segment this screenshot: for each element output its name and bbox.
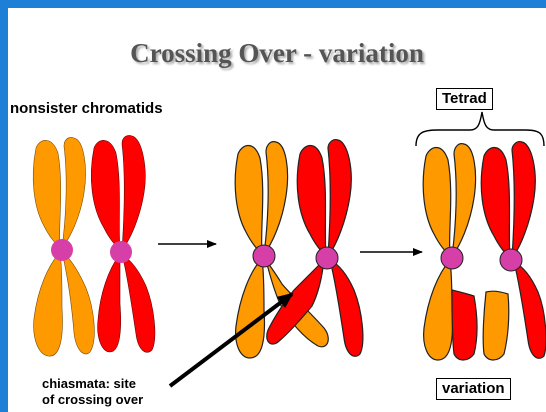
centromere-red [110,241,132,263]
chromosome-pair-crossing [235,140,363,358]
orange-chromatid-upper-left [423,148,451,257]
red-segment-on-orange [452,290,477,360]
orange-chromatid-upper-left [235,146,263,255]
orange-chromatid-upper-right [452,144,476,256]
slide: Crossing Over - variation nonsister chro… [8,8,546,412]
orange-chromatid-upper-right [62,137,86,248]
red-chromatid-upper-right [122,135,145,250]
red-chromatid-lower-right [122,254,155,352]
orange-segment-on-red [483,291,509,360]
red-chromatid-lower-left [98,254,121,352]
red-chromatid-lower-right [330,260,363,356]
orange-chromatid-upper-left [33,140,61,248]
red-chromatid-upper-right [512,142,535,258]
orange-chromatid-lower-left [34,252,63,356]
centromere-orange [253,245,275,267]
orange-chromatid-upper-right [264,142,288,254]
centromere-orange [51,239,73,261]
red-chromatid-upper-right [328,140,351,256]
centromere-red [500,249,522,271]
centromere-red [316,247,338,269]
orange-chromatid-lower-right [62,252,94,354]
red-chromatid-lower-right [514,262,546,358]
chromosome-pair-before [33,135,155,356]
chromosome-pair-after [423,142,546,360]
crossing-over-diagram [8,8,546,412]
red-chromatid-upper-left [481,148,510,259]
orange-chromatid-lower-left [424,260,453,360]
red-chromatid-upper-left [297,146,326,257]
orange-chromatid-lower-left [236,258,265,358]
tetrad-brace [416,112,544,146]
centromere-orange [441,247,463,269]
red-chromatid-upper-left [91,140,120,250]
